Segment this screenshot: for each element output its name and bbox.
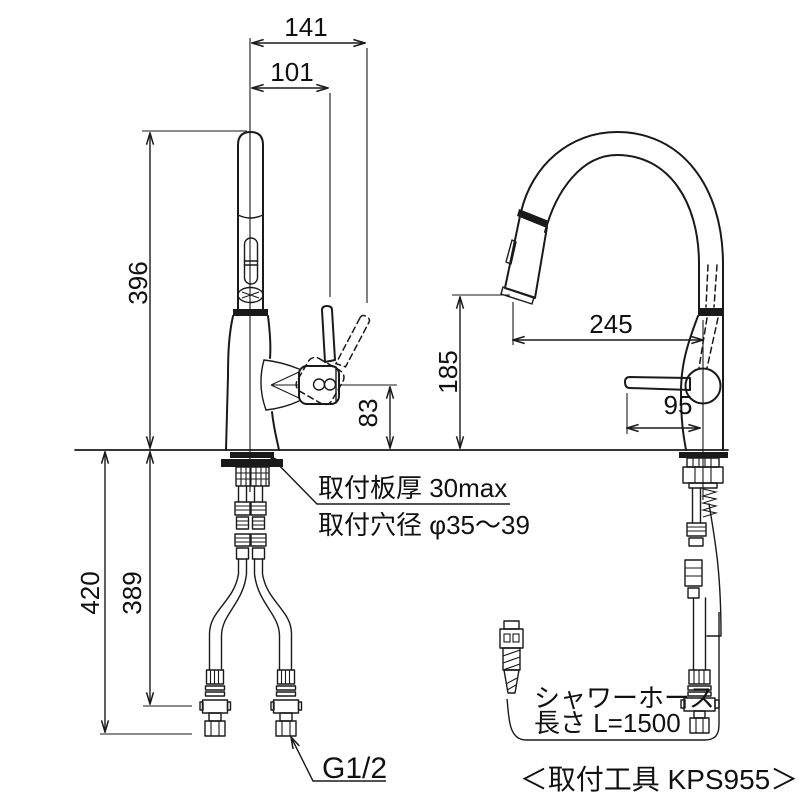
note-shower-hose-line1: シャワーホース	[534, 683, 715, 713]
dim-420-label: 420	[75, 571, 105, 614]
handle-pivot	[684, 367, 722, 405]
note-shower-hose-line2: 長さ L=1500	[534, 708, 681, 738]
front-handle-rotated-dashed	[295, 314, 371, 406]
hose-adapter-part	[499, 620, 524, 694]
dim-83-label: 83	[353, 399, 383, 428]
leader-mount-note	[270, 456, 510, 505]
side-gooseneck	[520, 131, 724, 451]
annotations: 取付板厚 30max 取付穴径 φ35〜39 G1/2 シャワーホース 長さ L…	[318, 473, 798, 795]
front-view	[199, 38, 371, 737]
side-view	[499, 131, 728, 734]
side-spray-head	[500, 209, 549, 305]
front-spray-head	[233, 131, 268, 316]
dimensions: 141 101 396 420 389 83 185 245 95	[75, 12, 720, 782]
front-lever	[321, 305, 336, 363]
dim-185-label: 185	[433, 350, 463, 393]
note-mount-plate: 取付板厚 30max	[318, 473, 507, 503]
front-body	[225, 315, 300, 451]
dim-245-label: 245	[589, 309, 632, 339]
note-thread-g12: G1/2	[322, 752, 387, 785]
dim-389-label: 389	[117, 571, 147, 614]
leader-g12	[291, 737, 386, 782]
indicator-dot-left	[312, 378, 326, 391]
front-mounting	[221, 452, 283, 487]
note-mount-hole: 取付穴径 φ35〜39	[318, 510, 530, 540]
nozzle-face	[237, 286, 264, 304]
front-handle	[298, 305, 340, 405]
indicator-dot-right	[323, 378, 337, 391]
dim-141-label: 141	[284, 12, 327, 42]
side-lever	[624, 376, 691, 391]
leader-shower-hose	[506, 612, 720, 741]
note-install-tool: ＜取付工具 KPS955＞	[520, 764, 799, 795]
dim-396-label: 396	[123, 261, 153, 304]
dim-101-label: 101	[270, 57, 313, 87]
front-supply-hoses	[199, 485, 303, 737]
dim-95-label: 95	[664, 390, 693, 420]
